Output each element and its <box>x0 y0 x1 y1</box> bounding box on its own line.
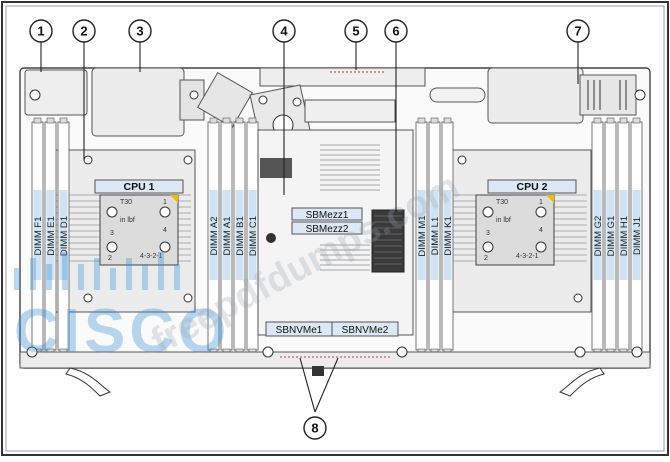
dimm-label-strip <box>59 190 68 280</box>
callout-number: 6 <box>392 24 399 39</box>
cpu1-label: CPU 1 <box>124 181 155 193</box>
cpu2-label: CPU 2 <box>517 181 548 193</box>
dimm-label: DIMM M1 <box>417 215 428 256</box>
callout-number: 1 <box>37 24 44 39</box>
cpu1-step-2: 3 <box>110 230 114 237</box>
mezz2-label-box <box>291 221 363 235</box>
callout-circle <box>344 19 368 43</box>
mezz1-label-box <box>291 207 363 221</box>
cpu2-label-box <box>487 179 577 194</box>
dimm-label-strip <box>606 190 615 280</box>
cpu2-heatsink-torque: in lbf <box>496 217 511 224</box>
component-1-bracket <box>24 69 88 116</box>
component-7-module <box>487 67 584 124</box>
callout-number: 2 <box>80 24 87 39</box>
bottom-rail <box>19 351 651 369</box>
callout-number: 5 <box>352 24 359 39</box>
cpu1-heatsink-torque: in lbf <box>120 217 135 224</box>
dimm-label-strip <box>430 190 439 280</box>
nvme2-label: SBNVMe2 <box>342 325 389 336</box>
dimm-label-strip <box>209 190 218 280</box>
dimm-label-strip <box>619 190 628 280</box>
callout-circle <box>29 19 53 43</box>
dimm-label-strip <box>235 190 244 280</box>
cpu2-heatsink-model: T30 <box>496 199 508 206</box>
callout-number: 7 <box>574 24 581 39</box>
dimm-label: DIMM F1 <box>33 216 44 255</box>
dimm-label: DIMM B1 <box>235 216 246 256</box>
callout-circle <box>72 19 96 43</box>
component-6-chip <box>371 209 405 273</box>
dimm-label: DIMM A2 <box>209 216 220 255</box>
dimm-label-strip <box>33 190 42 280</box>
component-3-module <box>91 67 185 137</box>
cpu1-sequence: 4-3-2-1 <box>140 253 163 260</box>
dimm-label-strip <box>593 190 602 280</box>
dimm-label: DIMM D1 <box>59 216 70 256</box>
dimm-label-strip <box>248 190 257 280</box>
dimm-label: DIMM L1 <box>430 217 441 256</box>
cpu2-step-4: 4 <box>539 227 543 234</box>
dimm-label-strip <box>46 190 55 280</box>
dimm-label: DIMM G1 <box>606 216 617 257</box>
dimm-label: DIMM C1 <box>248 216 259 256</box>
left-eject-lever <box>65 367 112 397</box>
dimm-label: DIMM H1 <box>619 216 630 256</box>
nvme1-label: SBNVMe1 <box>276 325 323 336</box>
callout-circle <box>128 19 152 43</box>
dimm-label: DIMM J1 <box>632 217 643 255</box>
cpu1-label-box <box>94 179 184 194</box>
dimm-label-strip <box>443 190 452 280</box>
callout-number: 8 <box>311 421 318 436</box>
callout-leaders <box>40 42 579 413</box>
callout-number: 3 <box>136 24 143 39</box>
callout-number: 4 <box>280 24 288 39</box>
callout-circle <box>303 416 327 440</box>
cpu1-step-4: 4 <box>163 227 167 234</box>
callout-markers: 1 2 3 4 5 6 7 8 <box>29 19 590 440</box>
nvme2-label-box <box>331 321 399 337</box>
mezz1-label: SBMezz1 <box>306 210 349 221</box>
cpu2-sequence: 4-3-2-1 <box>516 253 539 260</box>
center-connector-block <box>260 158 292 178</box>
cpu2-step-2: 3 <box>486 230 490 237</box>
right-eject-lever <box>558 367 605 397</box>
mezz2-label: SBMezz2 <box>306 224 349 235</box>
cpu2-step-3: 2 <box>484 255 488 262</box>
cpu1-step-1: 1 <box>163 199 167 206</box>
component-5-connector <box>259 67 426 87</box>
dimm-label: DIMM E1 <box>46 216 57 256</box>
dimm-label: DIMM K1 <box>443 216 454 256</box>
dimm-label-strip <box>632 190 641 280</box>
dimm-label-strip <box>222 190 231 280</box>
cpu1-step-3: 2 <box>108 255 112 262</box>
dimm-label-strip <box>417 190 426 280</box>
cisco-watermark: CISCO <box>14 252 230 366</box>
cisco-watermark-text: CISCO <box>14 297 230 366</box>
callout-circle <box>566 19 590 43</box>
cpu1-heatsink-model: T30 <box>120 199 132 206</box>
cpu2-step-1: 1 <box>539 199 543 206</box>
callout-circle <box>384 19 408 43</box>
dimm-label: DIMM G2 <box>593 216 604 257</box>
callout-circle <box>272 19 296 43</box>
dimm-label: DIMM A1 <box>222 216 233 255</box>
